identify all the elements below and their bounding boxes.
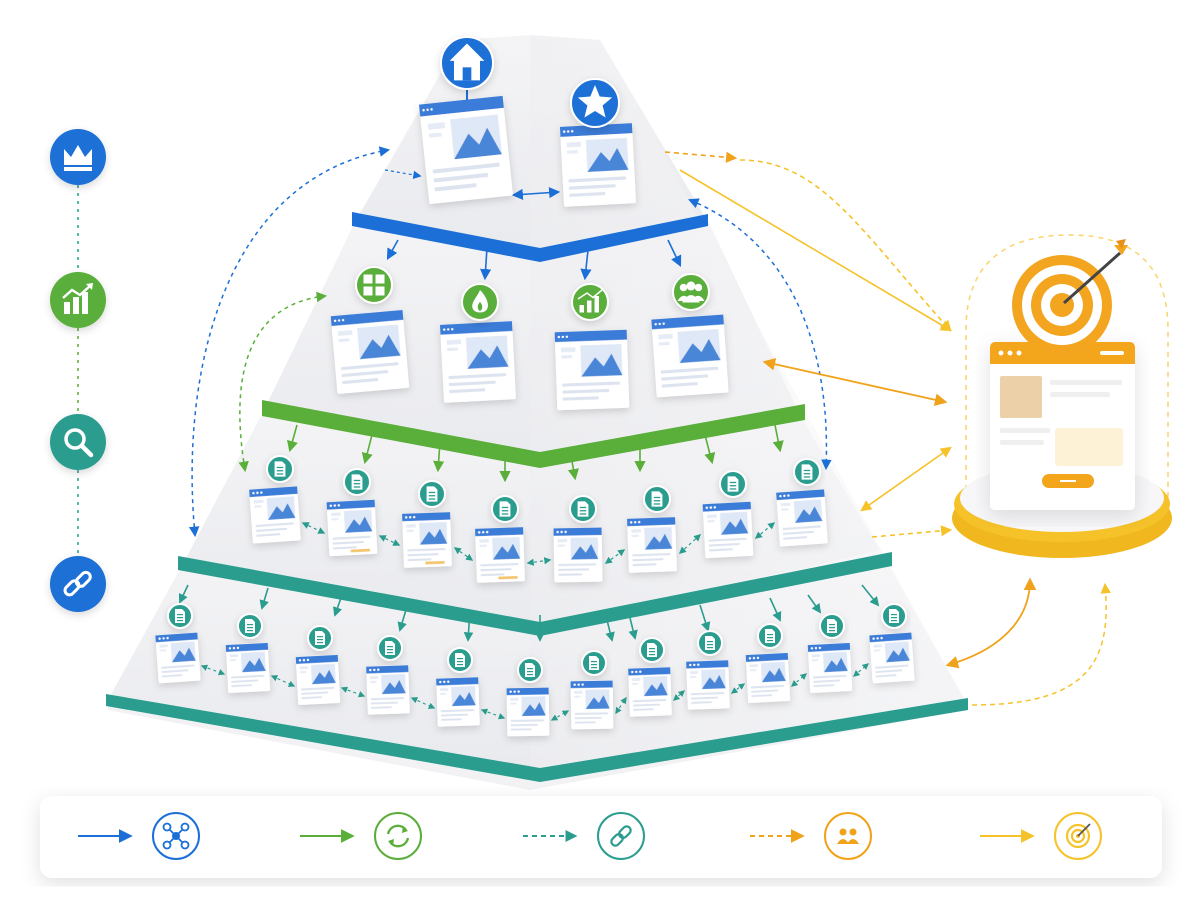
document-icon <box>569 495 597 523</box>
document-icon <box>697 630 723 656</box>
target-page-card <box>990 342 1135 510</box>
legend-item <box>523 812 645 860</box>
page-card <box>366 665 410 715</box>
page-card <box>776 489 828 547</box>
page-card <box>628 667 672 717</box>
link-arrows <box>178 89 1112 721</box>
growth-chart-icon <box>50 272 106 328</box>
page-card <box>330 310 410 394</box>
link-icon <box>597 812 645 860</box>
page-cards <box>155 95 915 737</box>
document-icon <box>237 613 263 639</box>
document-icon <box>307 625 333 651</box>
document-icon <box>757 623 783 649</box>
target-icon <box>1054 812 1102 860</box>
legend-item <box>300 812 422 860</box>
page-card <box>326 499 378 557</box>
page-card <box>295 654 341 705</box>
page-card <box>553 527 603 583</box>
page-card <box>745 652 791 703</box>
page-card <box>554 329 630 411</box>
page-card <box>419 95 513 204</box>
document-icon <box>167 603 193 629</box>
tier-4-band <box>106 694 968 782</box>
page-card <box>686 660 730 710</box>
grid-icon <box>355 266 393 304</box>
document-icon <box>639 637 665 663</box>
document-icon <box>377 635 403 661</box>
target-podium <box>952 234 1172 558</box>
document-icon <box>881 603 907 629</box>
crown-icon <box>50 129 106 185</box>
page-card <box>225 642 271 693</box>
document-icon <box>418 480 446 508</box>
network-icon <box>152 812 200 860</box>
document-icon <box>517 657 543 683</box>
page-card <box>475 527 525 583</box>
page-card <box>702 501 754 559</box>
people-icon <box>672 273 710 311</box>
document-icon <box>793 458 821 486</box>
document-icon <box>343 468 371 496</box>
document-icon <box>447 647 473 673</box>
trend-icon <box>571 283 609 321</box>
page-card <box>807 642 853 693</box>
people-icon <box>824 812 872 860</box>
tier-1-band <box>352 212 708 262</box>
page-card <box>559 123 636 207</box>
page-card <box>440 321 516 403</box>
page-card <box>402 512 452 568</box>
page-card <box>436 677 480 727</box>
legend-item <box>750 812 872 860</box>
legend <box>40 796 1162 878</box>
legend-item <box>78 812 200 860</box>
page-badges <box>167 36 907 683</box>
star-icon <box>570 78 620 128</box>
document-icon <box>581 650 607 676</box>
page-card <box>155 632 201 684</box>
legend-item <box>980 812 1102 860</box>
page-card <box>627 517 677 573</box>
page-card <box>506 687 550 737</box>
page-card <box>869 632 915 684</box>
document-icon <box>491 495 519 523</box>
left-icon-column <box>50 129 106 612</box>
fire-icon <box>461 283 499 321</box>
home-icon <box>440 36 494 90</box>
page-card <box>651 314 729 398</box>
page-card <box>249 486 301 544</box>
document-icon <box>819 613 845 639</box>
document-icon <box>266 455 294 483</box>
refresh-icon <box>374 812 422 860</box>
document-icon <box>643 485 671 513</box>
search-icon <box>50 414 106 470</box>
link-icon <box>50 556 106 612</box>
tier-3-band <box>178 552 892 636</box>
page-card <box>570 680 614 730</box>
document-icon <box>719 470 747 498</box>
target-arrow-icon <box>1012 239 1128 355</box>
